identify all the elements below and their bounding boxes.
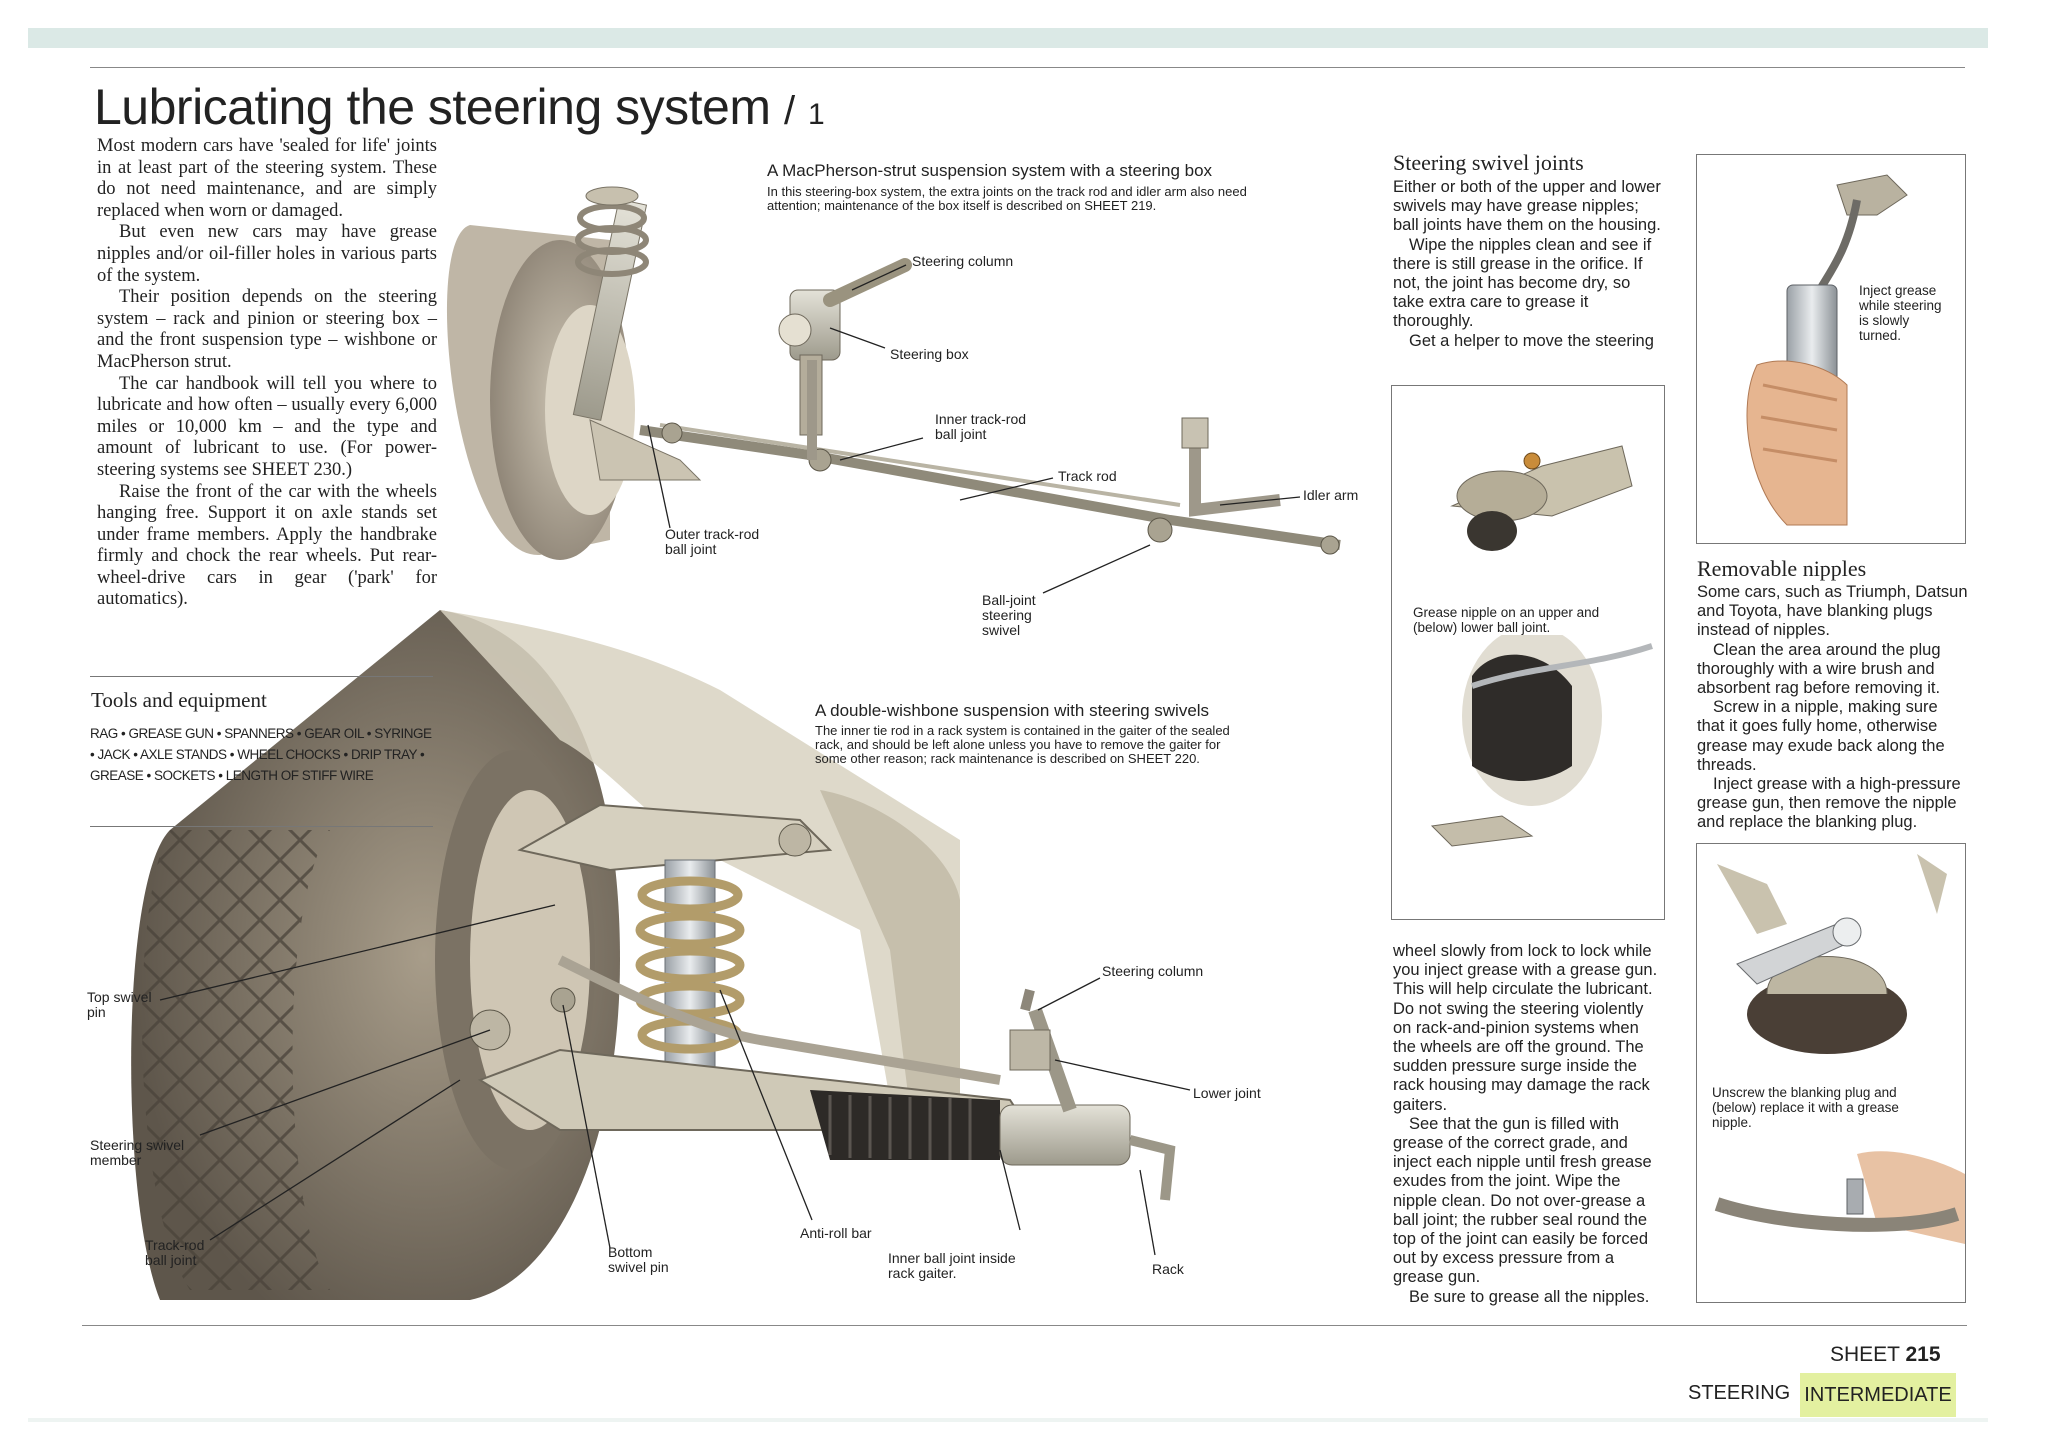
track-rod-drawing bbox=[639, 360, 1341, 555]
removable-paragraph: Screw in a nipple, making sure that it g… bbox=[1697, 698, 1945, 774]
label-steering-box: Steering box bbox=[890, 346, 969, 362]
intro-text: Most modern cars have 'sealed for life' … bbox=[97, 136, 437, 611]
macpherson-strut bbox=[572, 186, 702, 481]
swivel-joints-text-b: wheel slowly from lock to lock while you… bbox=[1393, 942, 1665, 1307]
intro-paragraph: The car handbook will tell you where to … bbox=[97, 373, 437, 480]
title-part-number: 1 bbox=[807, 98, 825, 131]
macpherson-heading: A MacPherson-strut suspension system wit… bbox=[767, 161, 1213, 180]
label-ball-joint-steering-swivel: Ball-joint steering swivel bbox=[982, 592, 1036, 638]
wishbone-leader-lines bbox=[159, 904, 1191, 1256]
wishbone-heading: A double-wishbone suspension with steeri… bbox=[815, 701, 1210, 720]
wishbone-caption: A double-wishbone suspension with steeri… bbox=[815, 701, 1245, 766]
page-title: Lubricating the steering system / 1 bbox=[94, 78, 825, 136]
label-steering-column: Steering column bbox=[912, 253, 1014, 269]
intro-paragraph: Most modern cars have 'sealed for life' … bbox=[97, 136, 437, 221]
macpherson-body: In this steering-box system, the extra j… bbox=[767, 184, 1247, 213]
page-title-text: Lubricating the steering system bbox=[94, 79, 771, 135]
tools-rule-top bbox=[90, 676, 433, 677]
label-track-rod: Track rod bbox=[1058, 468, 1117, 484]
removable-nipples-text: Some cars, such as Triumph, Datsun and T… bbox=[1697, 583, 1969, 833]
grease-gun-caption: Inject grease while steering is slowly t… bbox=[1859, 283, 1942, 343]
ball-joint-photo-frame bbox=[1391, 385, 1665, 920]
swivel-paragraph: wheel slowly from lock to lock while you… bbox=[1393, 942, 1658, 1114]
removable-paragraph: Some cars, such as Triumph, Datsun and T… bbox=[1697, 583, 1968, 640]
label-track-rod-ball-joint: Track-rod ball joint bbox=[145, 1237, 205, 1268]
title-separator: / bbox=[783, 89, 795, 133]
swivel-paragraph: Either or both of the upper and lower sw… bbox=[1393, 178, 1661, 235]
label-lower-joint: Lower joint bbox=[1193, 1085, 1261, 1101]
tools-list: RAG • GREASE GUN • SPANNERS • GEAR OIL •… bbox=[90, 726, 432, 783]
removable-paragraph: Clean the area around the plug thoroughl… bbox=[1697, 640, 1941, 698]
intro-paragraph: Their position depends on the steering s… bbox=[97, 287, 437, 372]
blanking-plug-caption: Unscrew the blanking plug and (below) re… bbox=[1712, 1085, 1927, 1130]
wishbone-body: The inner tie rod in a rack system is co… bbox=[815, 723, 1230, 766]
top-color-band bbox=[28, 28, 1988, 48]
upper-wishbone bbox=[517, 803, 833, 872]
category-tag: STEERING bbox=[1688, 1382, 1791, 1404]
intro-paragraph: Raise the front of the car with the whee… bbox=[97, 481, 437, 610]
sheet-number-value: 215 bbox=[1905, 1343, 1941, 1366]
removable-paragraph: Inject grease with a high-pressure greas… bbox=[1697, 775, 1961, 832]
coil-spring bbox=[635, 859, 745, 1101]
swivel-paragraph: Be sure to grease all the nipples. bbox=[1409, 1287, 1650, 1306]
swivel-joints-text-a: Either or both of the upper and lower sw… bbox=[1393, 178, 1665, 351]
label-inner-ball-joint: Inner ball joint inside rack gaiter. bbox=[888, 1250, 1016, 1281]
ball-joint-photo bbox=[1430, 445, 1653, 847]
label-top-swivel-pin: Top swivel pin bbox=[87, 989, 152, 1020]
wishbone-body-panel bbox=[440, 610, 960, 1110]
ball-joint-photo-caption: Grease nipple on an upper and (below) lo… bbox=[1413, 605, 1613, 635]
swivel-paragraph: Get a helper to move the steering bbox=[1409, 331, 1654, 350]
steering-box-drawing bbox=[778, 258, 912, 436]
bottom-rule bbox=[82, 1325, 1967, 1326]
top-rule bbox=[90, 67, 1965, 68]
label-anti-roll-bar: Anti-roll bar bbox=[800, 1225, 872, 1241]
label-inner-track-rod-ball-joint: Inner track-rod ball joint bbox=[935, 411, 1027, 442]
swivel-joints-heading: Steering swivel joints bbox=[1393, 150, 1584, 175]
sheet-number: SHEET 215 bbox=[1830, 1343, 1941, 1367]
grease-gun-photo bbox=[1746, 174, 1908, 526]
label-rack: Rack bbox=[1152, 1261, 1184, 1277]
swivel-paragraph: Wipe the nipples clean and see if there … bbox=[1393, 235, 1652, 331]
macpherson-leader-lines bbox=[647, 264, 1301, 594]
label-idler-arm: Idler arm bbox=[1303, 487, 1359, 503]
tools-heading: Tools and equipment bbox=[91, 688, 267, 712]
steering-rack bbox=[810, 988, 1176, 1201]
blanking-plug-photo-frame bbox=[1696, 843, 1966, 1303]
intro-paragraph: But even new cars may have grease nipple… bbox=[97, 222, 437, 286]
grease-gun-photo-frame bbox=[1696, 154, 1966, 544]
bottom-band bbox=[28, 1418, 1988, 1422]
label-steering-column-lower: Steering column bbox=[1102, 963, 1204, 979]
sheet-label: SHEET bbox=[1830, 1343, 1900, 1366]
level-tag: INTERMEDIATE bbox=[1800, 1373, 1956, 1417]
removable-nipples-heading: Removable nipples bbox=[1697, 556, 1867, 581]
label-steering-swivel-member: Steering swivel member bbox=[90, 1137, 185, 1168]
blanking-plug-photo bbox=[1714, 854, 1965, 1244]
swivel-paragraph: See that the gun is filled with grease o… bbox=[1393, 1114, 1652, 1287]
tools-rule-bottom bbox=[90, 826, 433, 827]
label-bottom-swivel-pin: Bottom swivel pin bbox=[608, 1244, 669, 1275]
macpherson-caption: A MacPherson-strut suspension system wit… bbox=[767, 161, 1287, 213]
label-outer-track-rod-ball-joint: Outer track-rod ball joint bbox=[665, 526, 760, 557]
